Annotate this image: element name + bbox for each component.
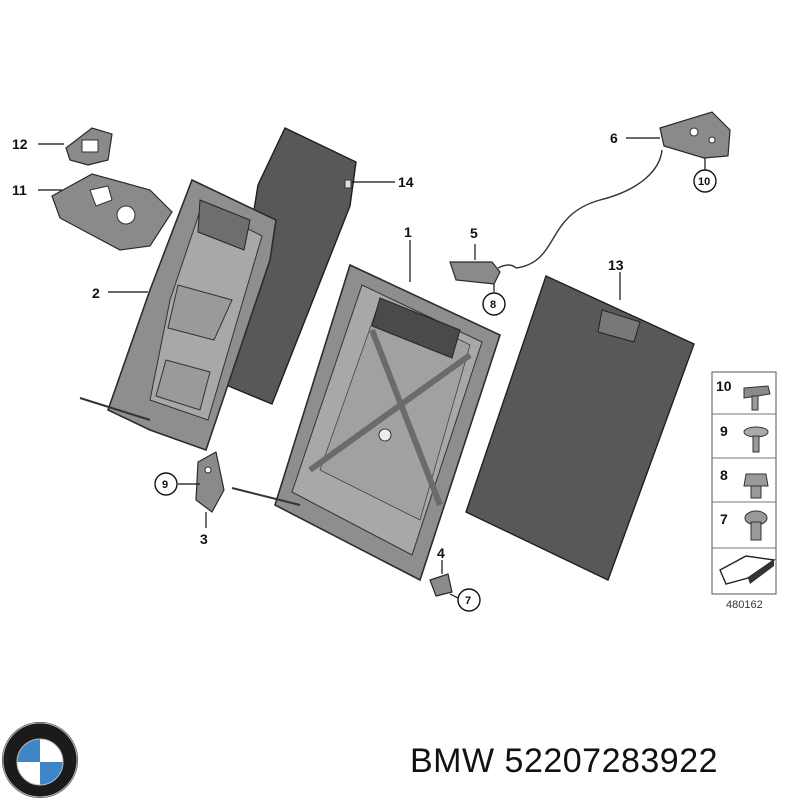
- part-14-backrest-pad: [225, 127, 357, 405]
- part-5-release-lever: [449, 261, 517, 285]
- part-12-clip: [65, 127, 113, 166]
- legend-number: 7: [720, 511, 728, 527]
- screw-flat-head-icon: [743, 426, 769, 453]
- arrow-icon: [719, 555, 776, 585]
- brand-part-number: BMW 52207283922: [410, 742, 719, 780]
- callout-8: 8: [490, 299, 496, 311]
- callout-2: 2: [92, 285, 100, 301]
- callout-5: 5: [470, 225, 478, 241]
- callout-9: 9: [162, 479, 168, 491]
- legend-number: 10: [716, 378, 732, 394]
- part-3-hinge-bracket: [195, 451, 225, 513]
- part-6-latch: [659, 111, 731, 159]
- callout-8-circle: [482, 292, 506, 316]
- fastener-legend: 10 9 8 7: [711, 371, 777, 595]
- part-2-left-frame: [79, 178, 277, 452]
- part-13-rear-panel: [465, 275, 695, 581]
- callout-13: 13: [608, 257, 624, 273]
- legend-number: 8: [720, 467, 728, 483]
- part-1-center-frame: [231, 263, 501, 582]
- legend-number: 9: [720, 423, 728, 439]
- callout-9-circle: [154, 472, 178, 496]
- bolt-flange-icon: [743, 385, 771, 411]
- callout-10: 10: [698, 176, 710, 188]
- part-11-trim-cover: [51, 173, 173, 251]
- callout-14: 14: [398, 174, 414, 190]
- callout-11: 11: [12, 182, 27, 198]
- bmw-roundel-logo: [2, 722, 78, 798]
- callout-1: 1: [404, 224, 412, 240]
- callout-4: 4: [437, 545, 445, 561]
- part-4-lower-bracket: [429, 573, 453, 597]
- hex-bolt-icon: [743, 473, 769, 499]
- release-cable: [515, 149, 663, 269]
- callout-6: 6: [610, 130, 618, 146]
- round-head-bolt-icon: [744, 510, 768, 541]
- callout-7-circle: [457, 588, 481, 612]
- diagram-reference: 480162: [726, 599, 763, 611]
- callout-3: 3: [200, 531, 208, 547]
- callout-12: 12: [12, 136, 28, 152]
- callout-7: 7: [465, 595, 471, 607]
- callout-10-circle: [693, 169, 717, 193]
